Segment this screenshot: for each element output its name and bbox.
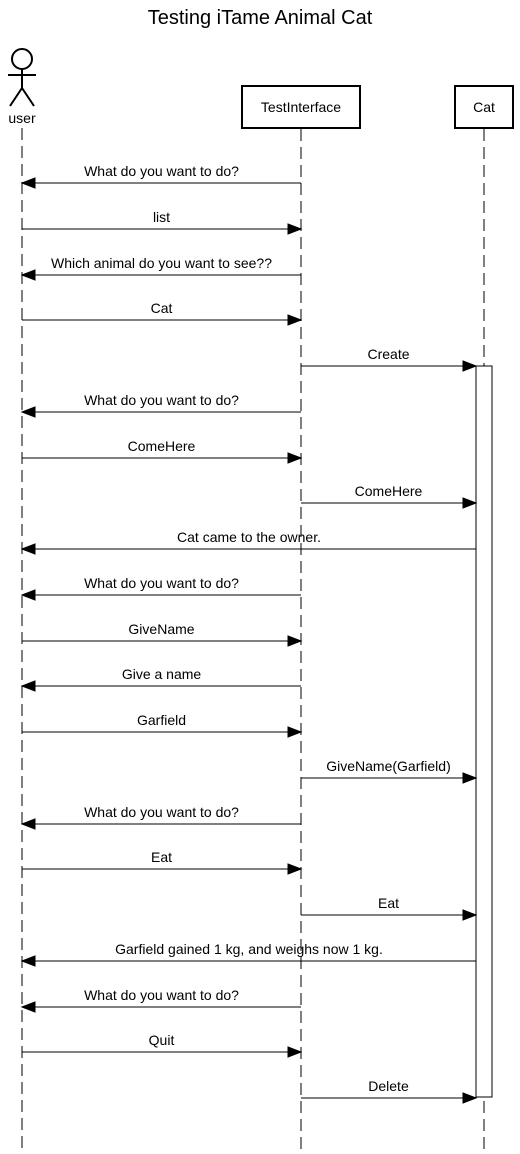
message-8: ComeHere [301, 483, 478, 509]
message-arrowhead [462, 360, 478, 372]
message-arrowhead [20, 818, 36, 830]
message-label: What do you want to do? [84, 804, 239, 820]
message-label: ComeHere [355, 483, 423, 499]
message-arrowhead [20, 543, 36, 555]
message-label: ComeHere [128, 438, 196, 454]
message-arrowhead [287, 452, 303, 464]
message-label: GiveName(Garfield) [326, 758, 450, 774]
message-14: GiveName(Garfield) [301, 758, 478, 784]
message-1: What do you want to do? [20, 163, 301, 189]
participant-cat-label: Cat [473, 99, 495, 115]
actor-user-icon [8, 48, 36, 107]
message-5: Create [301, 346, 478, 372]
message-label: Cat came to the owner. [177, 529, 321, 545]
message-19: What do you want to do? [20, 987, 301, 1013]
message-arrowhead [20, 406, 36, 418]
message-arrowhead [287, 314, 303, 326]
message-arrowhead [287, 726, 303, 738]
message-arrowhead [20, 177, 36, 189]
message-arrowhead [20, 589, 36, 601]
message-2: list [22, 209, 303, 235]
message-16: Eat [22, 849, 303, 875]
message-label: Garfield [137, 712, 186, 728]
message-label: Quit [149, 1032, 175, 1048]
message-label: What do you want to do? [84, 575, 239, 591]
message-arrowhead [20, 1001, 36, 1013]
message-arrowhead [287, 1046, 303, 1058]
message-7: ComeHere [22, 438, 303, 464]
message-label: What do you want to do? [84, 163, 239, 179]
participant-testinterface-label: TestInterface [261, 99, 341, 115]
message-arrowhead [462, 909, 478, 921]
actor-user-label: user [8, 110, 36, 126]
message-13: Garfield [22, 712, 303, 738]
message-label: Create [367, 346, 409, 362]
message-label: What do you want to do? [84, 987, 239, 1003]
message-6: What do you want to do? [20, 392, 301, 418]
message-9: Cat came to the owner. [20, 529, 476, 555]
message-arrowhead [287, 635, 303, 647]
message-arrowhead [287, 863, 303, 875]
message-label: list [153, 209, 170, 225]
message-3: Which animal do you want to see?? [20, 255, 301, 281]
message-18: Garfield gained 1 kg, and weighs now 1 k… [20, 941, 476, 967]
message-label: Garfield gained 1 kg, and weighs now 1 k… [115, 941, 383, 957]
message-arrowhead [462, 497, 478, 509]
message-arrowhead [462, 1092, 478, 1104]
message-arrowhead [462, 772, 478, 784]
message-4: Cat [22, 300, 303, 326]
message-15: What do you want to do? [20, 804, 301, 830]
message-label: GiveName [128, 621, 194, 637]
message-10: What do you want to do? [20, 575, 301, 601]
message-label: Cat [151, 300, 173, 316]
message-arrowhead [20, 955, 36, 967]
message-17: Eat [301, 895, 478, 921]
message-label: Delete [368, 1078, 409, 1094]
participant-cat: Cat [454, 85, 514, 129]
message-11: GiveName [22, 621, 303, 647]
message-arrowhead [20, 680, 36, 692]
message-21: Delete [301, 1078, 478, 1104]
message-label: Which animal do you want to see?? [51, 255, 272, 271]
message-20: Quit [22, 1032, 303, 1058]
message-label: What do you want to do? [84, 392, 239, 408]
message-label: Eat [151, 849, 172, 865]
diagram-title: Testing iTame Animal Cat [148, 7, 373, 29]
message-arrowhead [287, 223, 303, 235]
message-12: Give a name [20, 666, 301, 692]
message-label: Eat [378, 895, 399, 911]
message-label: Give a name [122, 666, 202, 682]
participant-testinterface: TestInterface [241, 85, 361, 129]
cat-activation-bar [475, 365, 493, 1098]
message-arrowhead [20, 269, 36, 281]
